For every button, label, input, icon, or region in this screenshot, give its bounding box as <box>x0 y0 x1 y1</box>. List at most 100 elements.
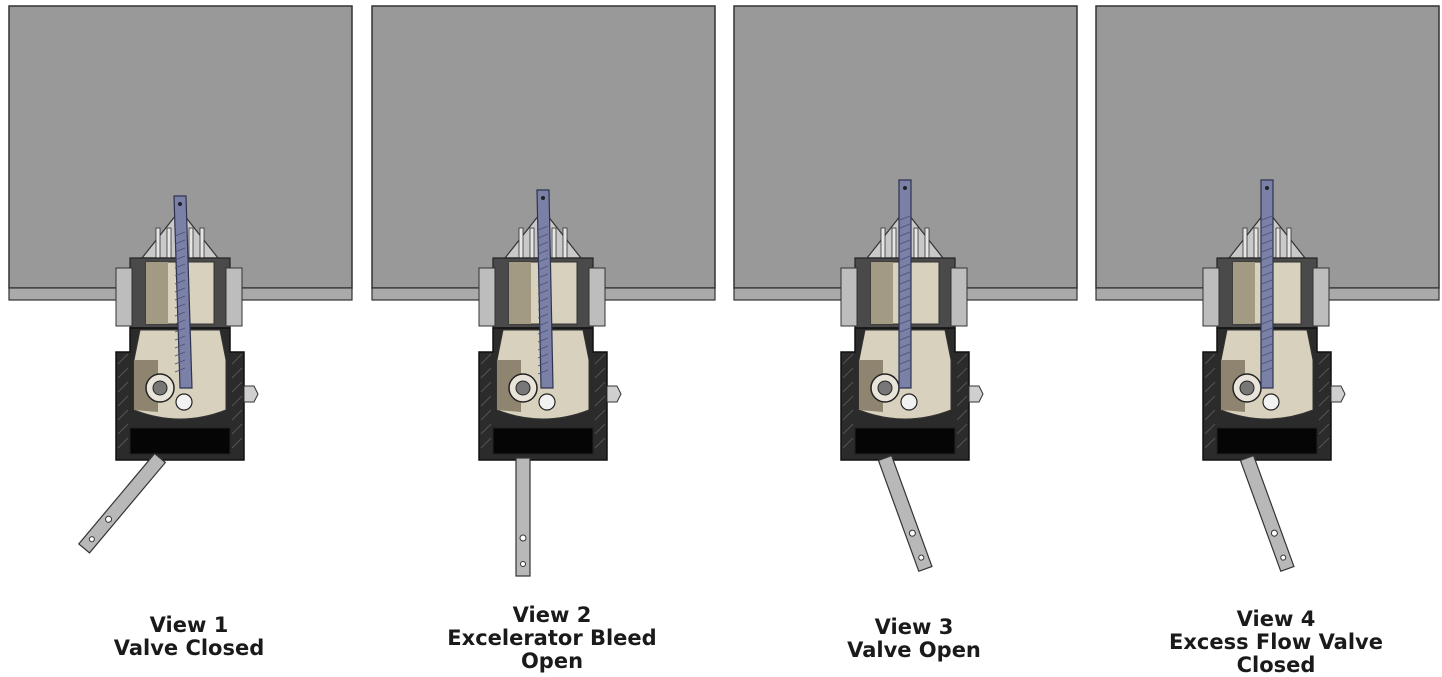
side-lug <box>950 267 968 327</box>
section-hatch <box>480 409 492 421</box>
section-hatch <box>117 395 129 407</box>
stem-thread <box>1261 367 1273 373</box>
stem-thread <box>899 271 911 277</box>
stem-thread <box>899 263 911 269</box>
pivot-pin <box>900 393 918 411</box>
stem-thread <box>1261 351 1273 357</box>
cam-hub <box>1239 380 1255 396</box>
view-2-drawing <box>371 5 716 577</box>
section-hatch <box>594 423 606 435</box>
section-hatch <box>842 437 854 449</box>
section-hatch <box>117 381 129 393</box>
view-4-caption: View 4 Excess Flow Valve Closed <box>1095 608 1442 677</box>
handle-hole-end <box>1280 554 1287 561</box>
section-hatch <box>956 423 968 435</box>
stem-thread <box>537 281 549 287</box>
valve-stem <box>173 195 193 389</box>
section-hatch <box>594 367 606 379</box>
valve-assembly <box>1202 179 1346 461</box>
stem-thread <box>899 231 911 237</box>
stem-thread <box>1261 327 1273 333</box>
operating-handle <box>515 457 531 577</box>
stem-thread <box>537 353 549 359</box>
cap-bolt <box>880 227 886 259</box>
section-hatch <box>231 409 243 421</box>
cam-hub <box>515 380 531 396</box>
collar-shadow <box>1233 262 1255 324</box>
section-hatch <box>1204 381 1216 393</box>
handle-bar <box>877 454 933 573</box>
section-hatch <box>1318 409 1330 421</box>
section-hatch <box>117 423 129 435</box>
stem-thread <box>899 239 911 245</box>
section-hatch <box>842 423 854 435</box>
stem-thread <box>174 319 186 325</box>
side-nut <box>968 385 984 403</box>
cam-hub <box>152 380 168 396</box>
section-hatch <box>1204 437 1216 449</box>
handle-hole-end <box>918 554 925 561</box>
stem-hole <box>541 196 545 200</box>
section-hatch <box>956 409 968 421</box>
side-lug <box>225 267 243 327</box>
stem-thread <box>899 311 911 317</box>
side-lug-left <box>478 267 496 327</box>
section-hatch <box>594 381 606 393</box>
view-3-panel: View 3 Valve Open <box>733 0 1095 677</box>
cap-bolt <box>1253 227 1259 259</box>
view-state-line-2: Closed <box>1236 653 1316 677</box>
view-title: View 1 <box>149 613 229 637</box>
section-hatch <box>231 381 243 393</box>
valve-stem <box>1260 179 1274 389</box>
stem-thread <box>537 337 549 343</box>
section-hatch <box>480 353 492 365</box>
stem-thread <box>1261 343 1273 349</box>
side-lug-left <box>115 267 133 327</box>
section-hatch <box>842 367 854 379</box>
handle-hole <box>1270 529 1278 537</box>
section-hatch <box>842 381 854 393</box>
side-lug-left <box>840 267 858 327</box>
cap-bolt <box>562 227 568 259</box>
view-state-line-2: Open <box>520 649 584 673</box>
section-hatch <box>1204 423 1216 435</box>
operating-handle <box>1239 454 1295 573</box>
view-state: Excess Flow Valve <box>1169 630 1383 654</box>
section-hatch <box>1318 367 1330 379</box>
stem-thread <box>899 303 911 309</box>
stem-thread <box>537 241 549 247</box>
stem-thread <box>1261 231 1273 237</box>
stem-thread <box>174 263 186 269</box>
side-nut <box>243 385 259 403</box>
stem-thread <box>1261 255 1273 261</box>
stem-thread <box>1261 319 1273 325</box>
outlet-cavity <box>129 427 231 455</box>
section-hatch <box>842 353 854 365</box>
stem-thread <box>899 247 911 253</box>
stem-thread <box>899 319 911 325</box>
stem-thread <box>899 255 911 261</box>
side-lug <box>1312 267 1330 327</box>
stem-thread <box>537 273 549 279</box>
stem-thread <box>537 305 549 311</box>
section-hatch <box>480 381 492 393</box>
outlet-cavity <box>854 427 956 455</box>
cap-bolt <box>188 227 194 259</box>
stem-hole <box>903 186 907 190</box>
section-hatch <box>956 437 968 449</box>
section-hatch <box>117 409 129 421</box>
stem-thread <box>1261 335 1273 341</box>
stem-thread <box>174 311 186 317</box>
section-hatch <box>231 395 243 407</box>
view-4-drawing <box>1095 5 1440 573</box>
stem-thread <box>174 255 186 261</box>
stem-thread <box>174 271 186 277</box>
stem-thread <box>537 297 549 303</box>
stem-thread <box>537 233 549 239</box>
pivot-pin <box>1262 393 1280 411</box>
stem-thread <box>174 367 186 373</box>
section-hatch <box>956 381 968 393</box>
stem-thread <box>174 327 186 333</box>
valve-assembly <box>478 189 622 461</box>
stem-thread <box>899 295 911 301</box>
